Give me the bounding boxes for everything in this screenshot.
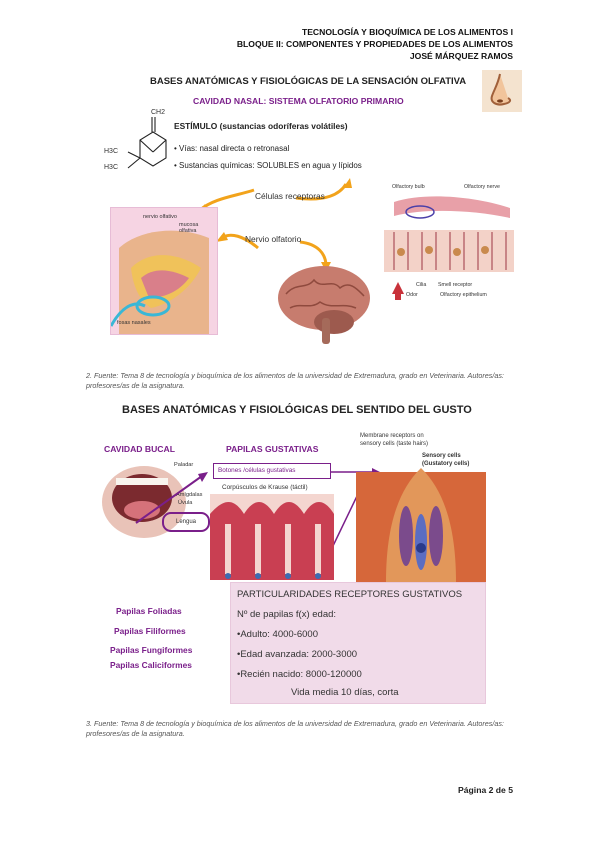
papilas-foliadas: Papilas Foliadas bbox=[116, 606, 182, 616]
mucosa-olfativa-label: mucosa olfativa bbox=[179, 222, 199, 234]
olfactory-epithelium-diagram: Olfactory bulb Olfactory nerve Cilia Sme… bbox=[384, 182, 514, 302]
nasal-cavity-illustration: nervio olfativo mucosa olfativa fosas na… bbox=[109, 207, 218, 335]
h3c-label-2: H3C bbox=[104, 164, 119, 171]
olfactory-nerve-label: Nervio olfatorio bbox=[245, 234, 302, 244]
stimulus-heading: ESTÍMULO (sustancias odoríferas volátile… bbox=[174, 121, 348, 131]
uvula-label: Úvula bbox=[178, 500, 193, 506]
receptor-cells-label: Células receptoras bbox=[255, 191, 325, 201]
recien-nacido-line: •Recién nacido: 8000-120000 bbox=[237, 669, 362, 680]
fosas-nasales-label: fosas nasales bbox=[117, 320, 151, 326]
ch2-label: CH2 bbox=[151, 109, 166, 116]
course-title: TECNOLOGÍA Y BIOQUÍMICA DE LOS ALIMENTOS… bbox=[301, 27, 513, 37]
papilas-caliciformes: Papilas Caliciformes bbox=[110, 660, 192, 670]
brain-illustration bbox=[278, 266, 370, 344]
papilas-fungiformes: Papilas Fungiformes bbox=[110, 645, 193, 655]
cilia-label: Cilia bbox=[416, 282, 427, 288]
gusto-title: BASES ANATÓMICAS Y FISIOLÓGICAS DEL SENT… bbox=[122, 404, 472, 416]
vida-media-line: Vida media 10 días, corta bbox=[291, 687, 399, 698]
adulto-line: •Adulto: 4000-6000 bbox=[237, 629, 318, 640]
nervio-olfativo-label: nervio olfativo bbox=[143, 214, 177, 220]
papilas-count-line: Nº de papilas f(x) edad: bbox=[237, 609, 337, 620]
edad-avanzada-line: •Edad avanzada: 2000-3000 bbox=[237, 649, 358, 660]
bullet-vias-text: Vías: nasal directa o retronasal bbox=[179, 144, 290, 153]
olfato-title: BASES ANATÓMICAS Y FISIOLÓGICAS DE LA SE… bbox=[150, 76, 467, 87]
membrane-receptors-label: Membrane receptors on sensory cells (tas… bbox=[360, 433, 429, 447]
papilas-label: PAPILAS GUSTATIVAS bbox=[226, 444, 319, 454]
block-title: BLOQUE II: COMPONENTES Y PROPIEDADES DE … bbox=[236, 39, 513, 49]
page-number: Página 2 de 5 bbox=[458, 785, 513, 795]
olfactory-epithelium-label: Olfactory epithelium bbox=[440, 292, 487, 298]
paladar-label: Paladar bbox=[174, 462, 194, 468]
olfactory-bulb-label: Olfactory bulb bbox=[392, 184, 425, 190]
lengua-oval: Lengua bbox=[162, 512, 210, 532]
bullet-sustancias-text: Sustancias químicas: SOLUBLES en agua y … bbox=[179, 161, 362, 170]
amigdalas-label: Amígdalas bbox=[176, 492, 203, 498]
bullet-sustancias: • Sustancias químicas: SOLUBLES en agua … bbox=[174, 161, 362, 170]
gusto-caption: 3. Fuente: Tema 8 de tecnología y bioquí… bbox=[86, 719, 504, 738]
lengua-label: Lengua bbox=[175, 519, 197, 525]
page-of: de bbox=[495, 785, 506, 795]
krause-label: Corpúsculos de Krause (táctil) bbox=[222, 484, 308, 491]
h3c-label-1: H3C bbox=[104, 148, 119, 155]
molecule-diagram bbox=[127, 117, 167, 169]
page-current: 2 bbox=[488, 785, 494, 795]
particularidades-title: PARTICULARIDADES RECEPTORES GUSTATIVOS bbox=[237, 589, 463, 600]
olfato-subtitle: CAVIDAD NASAL: SISTEMA OLFATORIO PRIMARI… bbox=[193, 96, 404, 106]
bullet-vias: • Vías: nasal directa o retronasal bbox=[174, 144, 290, 153]
cavity-label: CAVIDAD BUCAL bbox=[104, 444, 175, 454]
nose-icon bbox=[482, 70, 522, 112]
smell-receptor-label: Smell receptor bbox=[438, 282, 473, 288]
papilas-filiformes: Papilas Filiformes bbox=[114, 626, 186, 636]
papilla-cross-section bbox=[210, 494, 334, 580]
taste-bud-illustration: Membrane receptors on sensory cells (tas… bbox=[356, 432, 486, 582]
page-prefix: Página bbox=[458, 785, 487, 795]
sensory-cells-label: Sensory cells (Gustatory cells) bbox=[422, 453, 470, 467]
olfactory-nerve-en-label: Olfactory nerve bbox=[464, 184, 500, 190]
olfato-caption: 2. Fuente: Tema 8 de tecnología y bioquí… bbox=[86, 371, 504, 390]
author-name: JOSÉ MÁRQUEZ RAMOS bbox=[409, 51, 513, 61]
odor-label: Odor bbox=[406, 292, 418, 298]
particularidades-box: PARTICULARIDADES RECEPTORES GUSTATIVOS N… bbox=[230, 582, 486, 704]
page-total: 5 bbox=[508, 785, 513, 795]
botones-label: Botones /células gustativas bbox=[213, 463, 331, 479]
